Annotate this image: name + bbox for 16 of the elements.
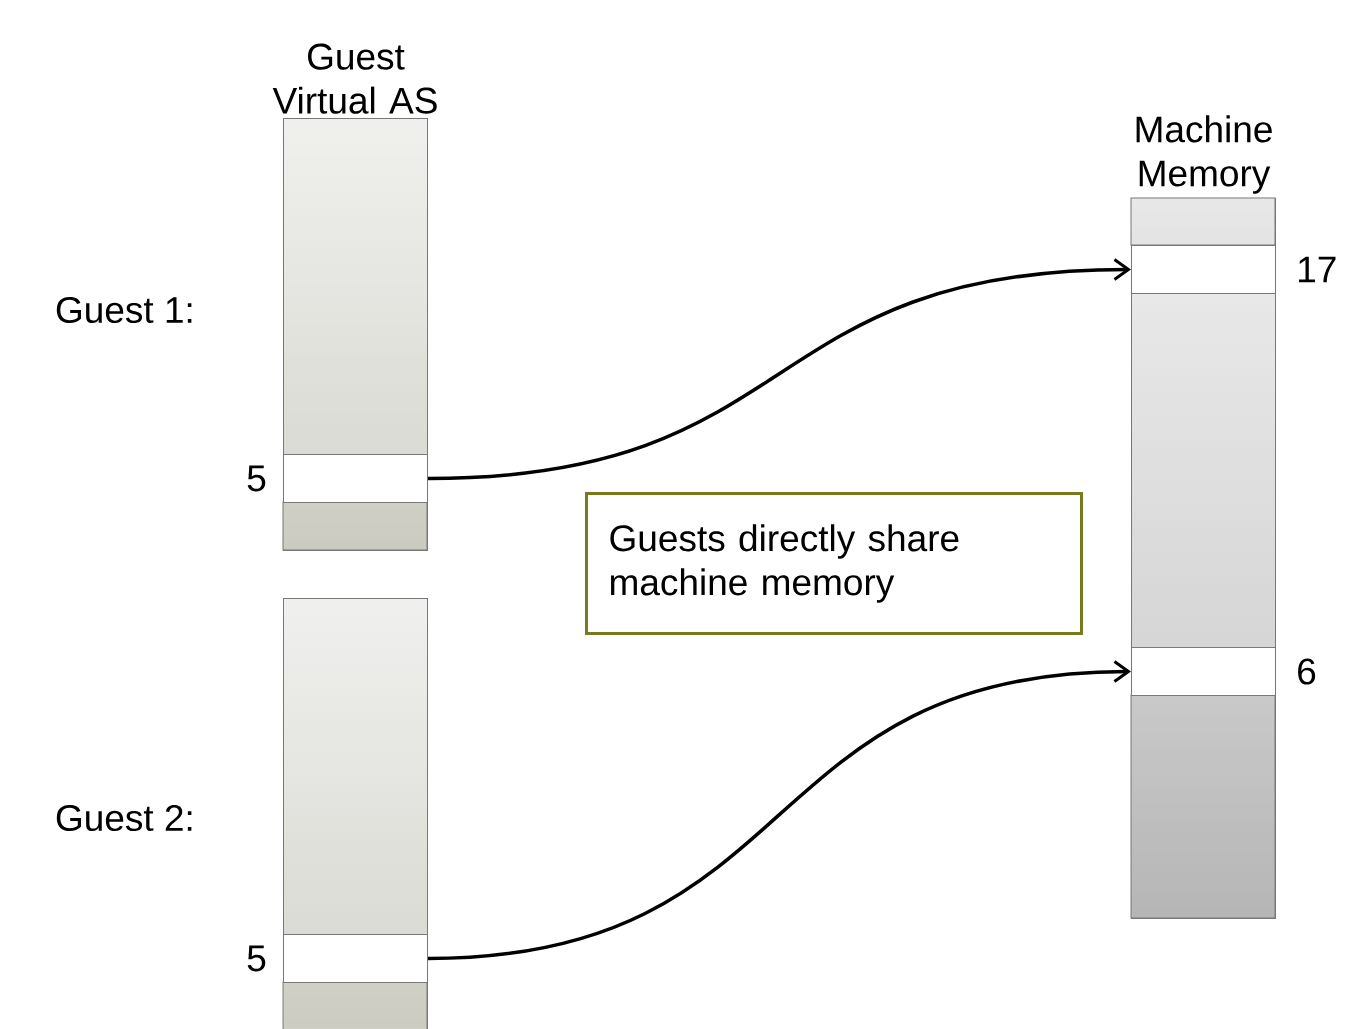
node-label: Machine Memory <box>1136 115 1272 194</box>
slot-number: 6 <box>1298 658 1316 685</box>
arrow <box>427 258 1131 481</box>
page-slot <box>283 934 428 983</box>
slot-number: 5 <box>247 945 266 972</box>
note-box: Guests directly share machine memory <box>585 492 1083 635</box>
node-label: Guest Virtual AS <box>272 43 437 114</box>
guest-label: Guest 1: <box>56 296 192 324</box>
guest-label: Guest 2: <box>56 804 192 832</box>
slot-number: 5 <box>247 465 266 492</box>
arrow <box>427 660 1131 961</box>
memory-column <box>282 598 428 1029</box>
slot-number: 17 <box>1299 256 1336 283</box>
page-slot <box>1131 245 1276 294</box>
page-slot <box>283 454 428 503</box>
page-slot <box>1131 647 1276 696</box>
